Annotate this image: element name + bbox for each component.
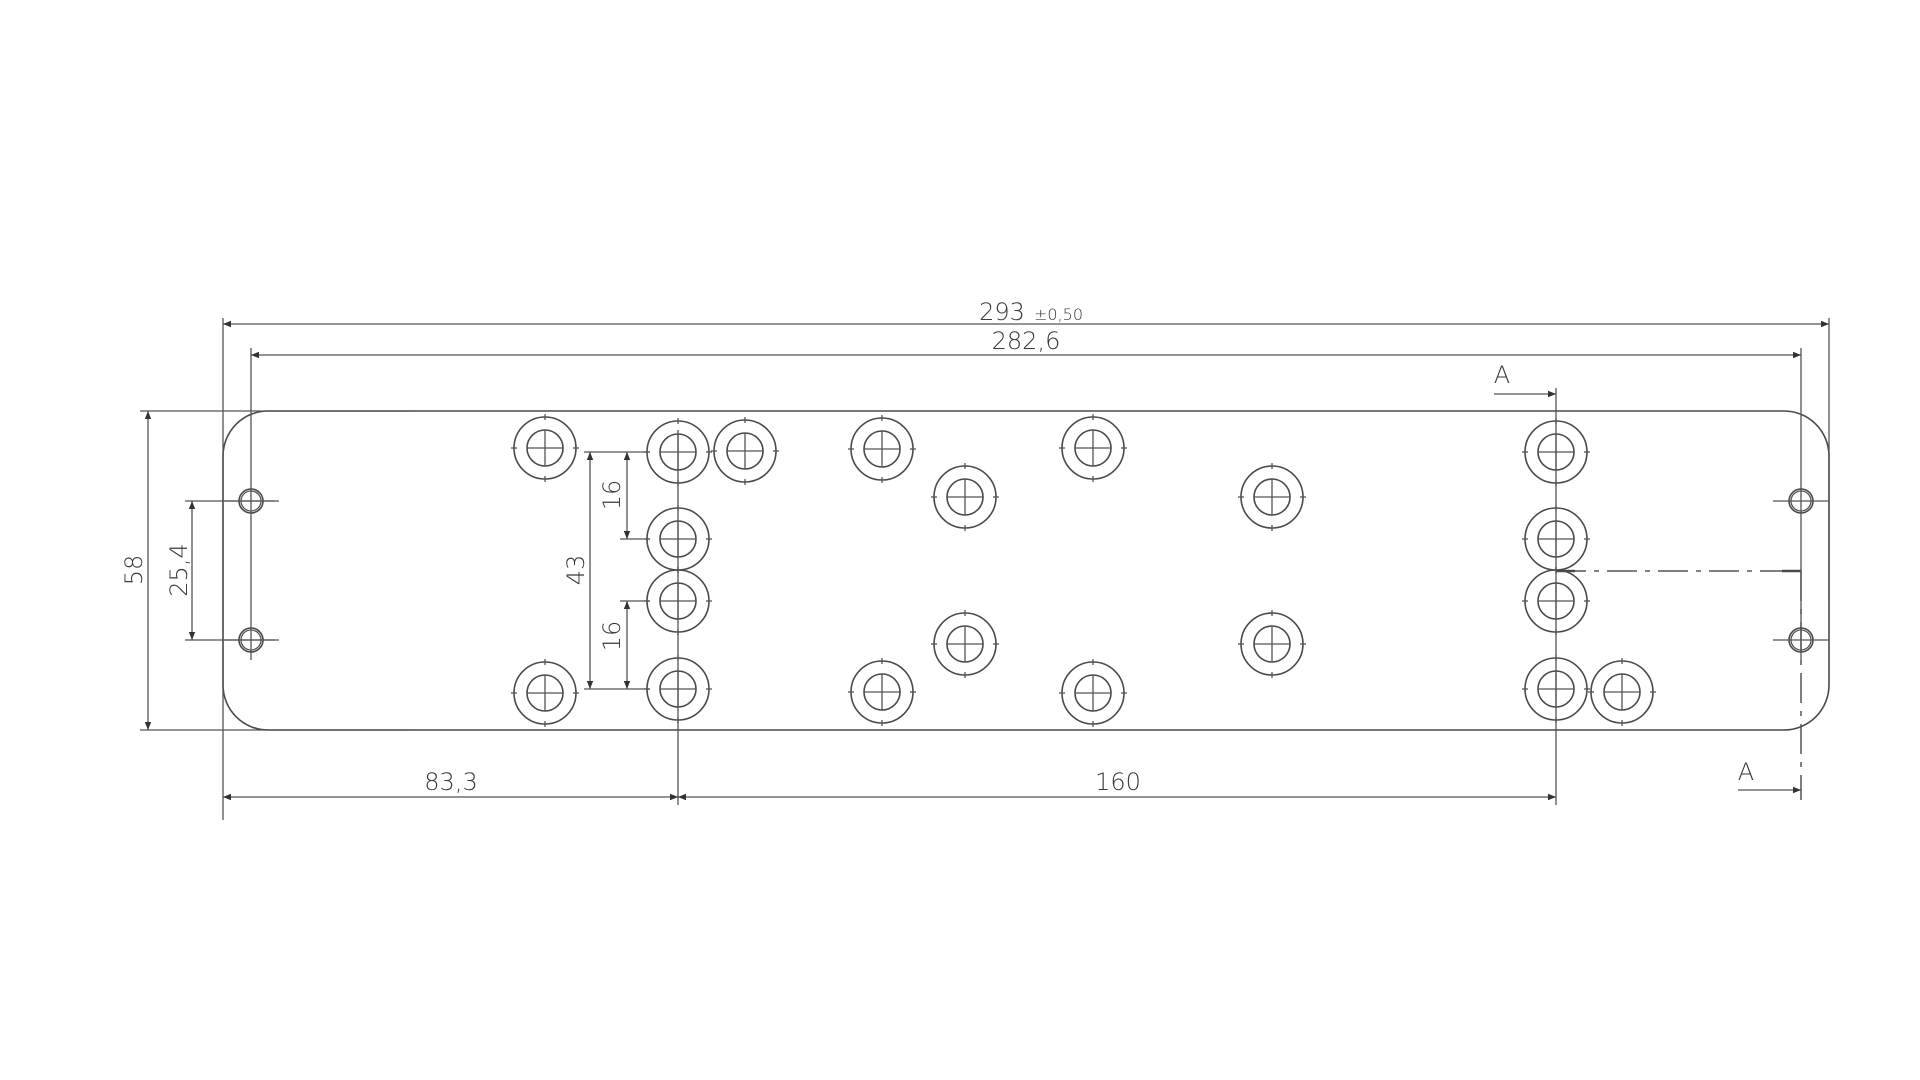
dim-43-label: 43: [562, 555, 590, 586]
dimension-58: 58: [120, 411, 152, 730]
dimension-16-lower: 16: [598, 601, 631, 689]
section-line-a: A A: [1494, 361, 1802, 800]
dim-16-upper-label: 16: [598, 480, 626, 511]
dim-25-4-label: 25,4: [165, 543, 193, 596]
section-a-bottom-label: A: [1738, 758, 1754, 786]
dimension-16-upper: 16: [598, 452, 631, 539]
plate-outline: [222, 410, 1830, 731]
dim-16-lower-label: 16: [598, 621, 626, 652]
dim-58-label: 58: [120, 555, 148, 586]
dimension-282-6: 282,6: [251, 327, 1801, 359]
dimension-160: 160: [678, 768, 1556, 801]
dimension-43: 43: [562, 452, 594, 689]
dim-160-label: 160: [1095, 768, 1141, 796]
section-a-top-label: A: [1494, 361, 1510, 389]
extension-lines: [140, 318, 1830, 820]
holes: [223, 414, 1829, 727]
dim-293-label: 293: [979, 298, 1025, 326]
dimension-83-3: 83,3: [223, 768, 678, 801]
dimension-293: 293 ±0,50: [223, 298, 1829, 328]
dim-282-6-label: 282,6: [992, 327, 1061, 355]
dimension-25-4: 25,4: [165, 501, 196, 640]
dim-293-tolerance: ±0,50: [1034, 305, 1083, 324]
dim-83-3-label: 83,3: [424, 768, 477, 796]
